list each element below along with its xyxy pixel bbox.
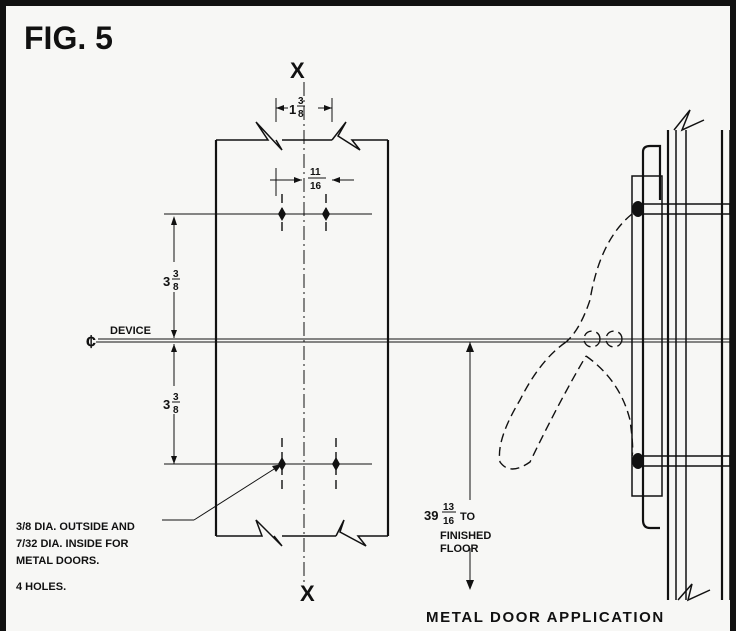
dim-hole-spacing-whole: 1	[289, 102, 296, 117]
height-whole: 39	[424, 508, 438, 523]
figure-title: FIG. 5	[24, 20, 113, 56]
frame-border-left	[0, 0, 6, 631]
axis-mark-bottom: X	[300, 581, 315, 606]
frame-border-top	[0, 0, 736, 6]
dim-offset-numerator: 11	[310, 167, 321, 178]
height-denominator: 16	[443, 516, 455, 527]
figure-caption: METAL DOOR APPLICATION	[426, 609, 665, 626]
frame-border-right	[730, 0, 736, 631]
dim-upper-denominator: 8	[173, 282, 179, 293]
note-line-1: 3/8 DIA. OUTSIDE AND	[16, 521, 135, 533]
note-line-4: 4 HOLES.	[16, 581, 66, 593]
height-finished: FINISHED	[440, 530, 491, 542]
height-to: TO	[460, 511, 476, 523]
axis-mark-top: X	[290, 58, 305, 83]
dim-lower-numerator: 3	[173, 392, 179, 403]
dimension-height: 39 13 16 TO FINISHED FLOOR	[424, 342, 491, 590]
device-centerline: ¢ DEVICE	[86, 325, 736, 352]
height-numerator: 13	[443, 502, 455, 513]
dim-hole-spacing-denominator: 8	[298, 109, 304, 120]
note-line-3: METAL DOORS.	[16, 555, 99, 567]
hole-upper-left	[278, 207, 286, 221]
note-line-2: 7/32 DIA. INSIDE FOR	[16, 538, 129, 550]
centerline-label: DEVICE	[110, 325, 151, 337]
centerline-symbol: ¢	[86, 332, 96, 352]
height-floor: FLOOR	[440, 543, 479, 555]
template-plate	[214, 121, 390, 547]
hole-note: 3/8 DIA. OUTSIDE AND 7/32 DIA. INSIDE FO…	[16, 521, 135, 593]
hole-upper-right	[322, 207, 330, 221]
dimension-hole-spacing: 1 3 8	[275, 96, 333, 122]
dim-offset-denominator: 16	[310, 181, 322, 192]
dim-lower-denominator: 8	[173, 405, 179, 416]
dim-upper-whole: 3	[163, 274, 170, 289]
dim-upper-numerator: 3	[173, 269, 179, 280]
door-section	[498, 109, 731, 602]
dimension-offset: 11 16	[270, 167, 354, 196]
dim-lower-whole: 3	[163, 397, 170, 412]
dim-hole-spacing-numerator: 3	[298, 96, 304, 107]
note-leader	[162, 463, 283, 521]
dimension-vertical: 3 3 8 3 3 8	[163, 216, 180, 464]
hole-lower-right	[332, 457, 340, 471]
